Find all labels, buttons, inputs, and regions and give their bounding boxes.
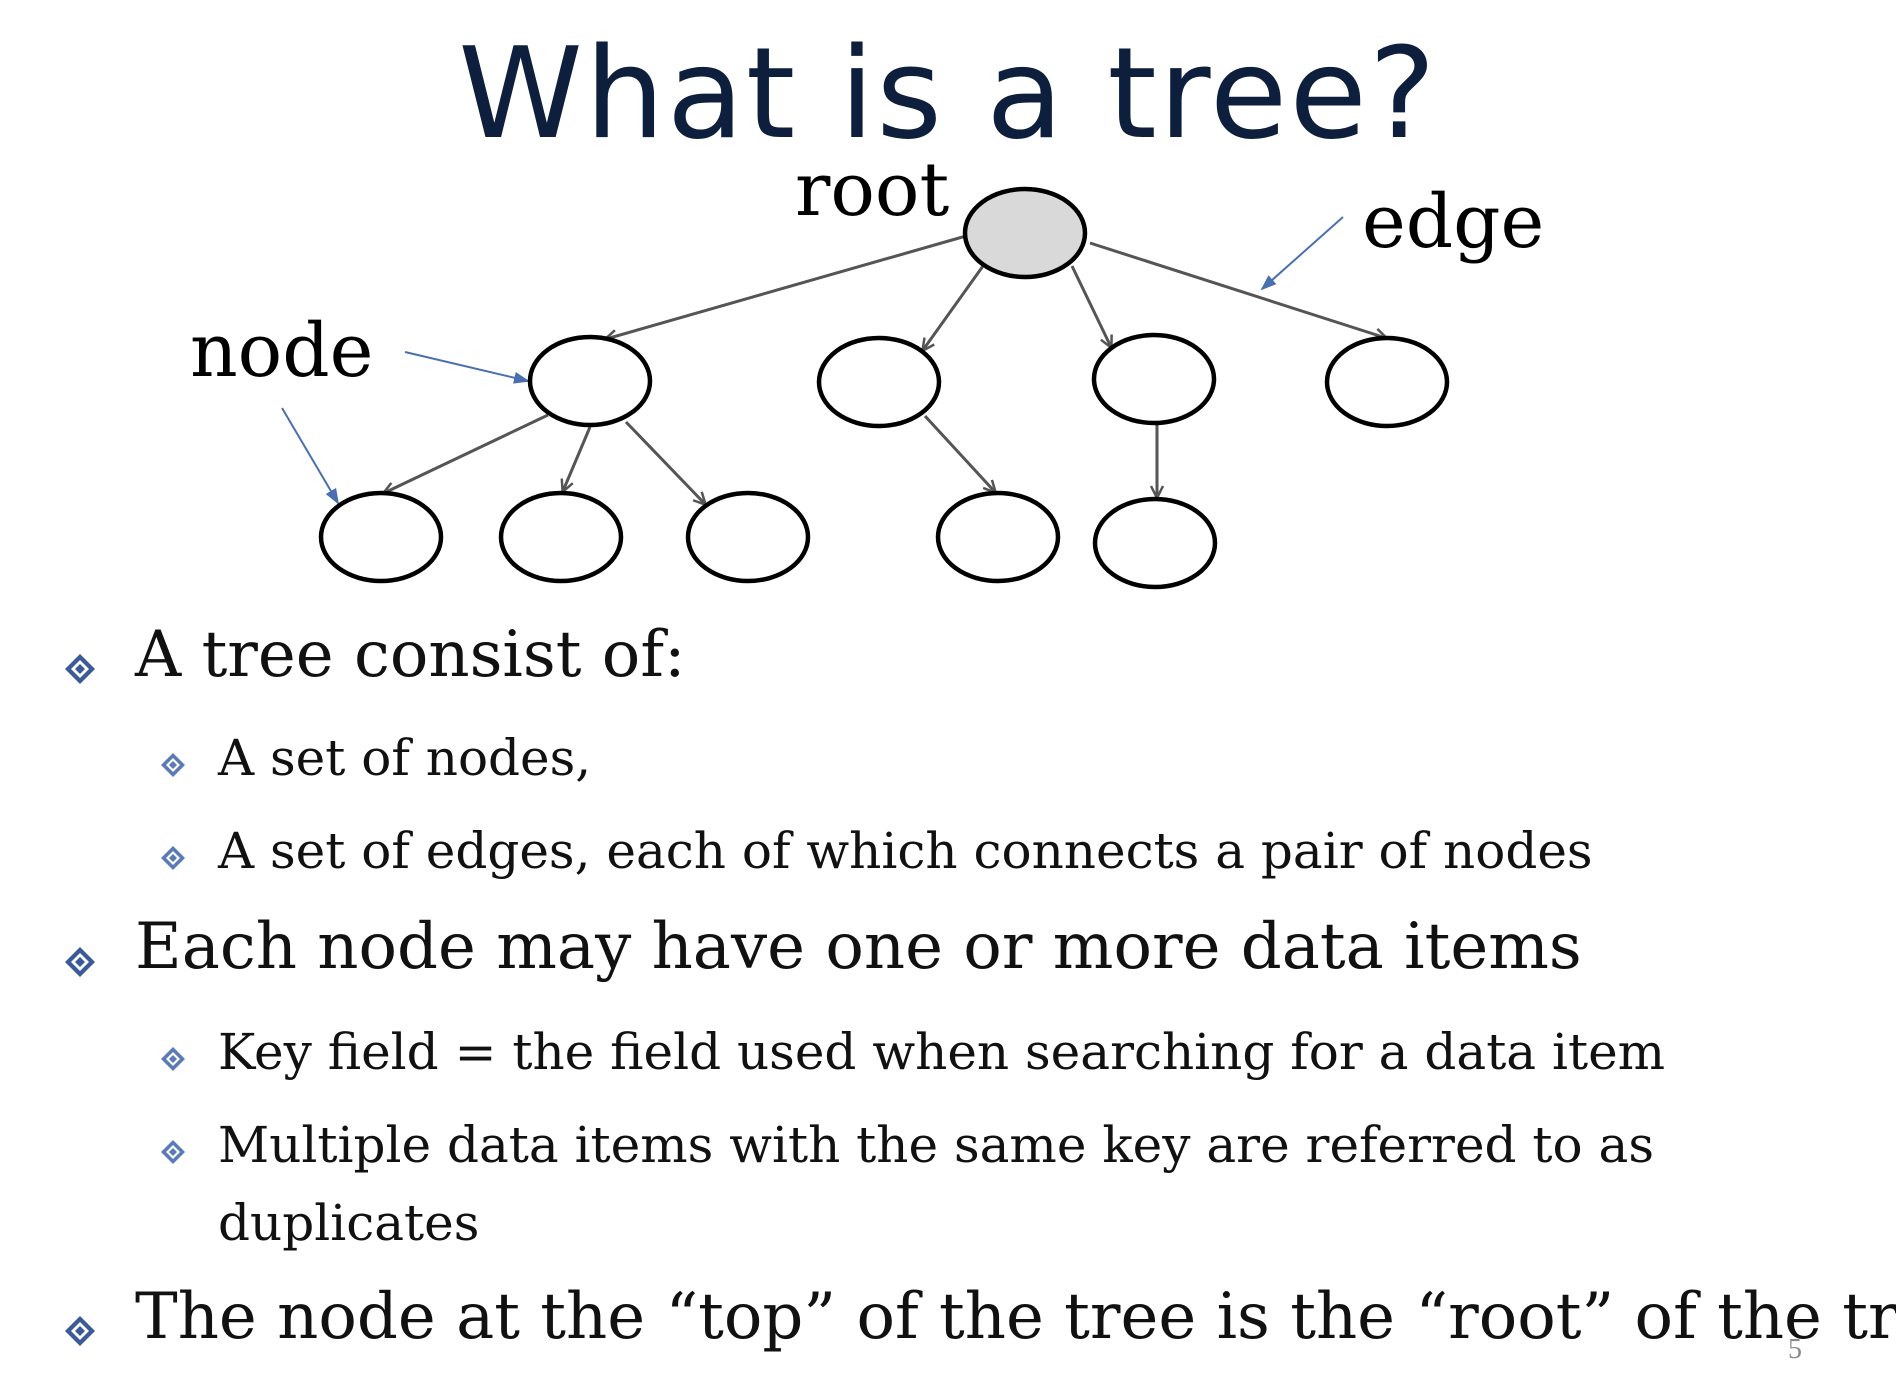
bullet-diamond-icon <box>161 753 185 777</box>
bullet-item: The node at the “top” of the tree is the… <box>135 1280 1896 1354</box>
bullet-diamond-icon <box>161 1047 185 1071</box>
edge-b-to-h <box>923 414 995 492</box>
bullet-item: A tree consist of: <box>135 618 686 692</box>
bullet-diamond-icon <box>161 846 185 870</box>
tree-node <box>527 334 653 428</box>
tree-edges <box>384 234 1386 504</box>
node-label: node <box>190 308 373 394</box>
bullet-diamond-icon <box>161 1140 185 1164</box>
node-pointer-arrow-lower <box>281 407 340 505</box>
root-label: root <box>795 147 949 233</box>
bullet-subitem: A set of edges, each of which connects a… <box>218 822 1593 880</box>
tree-diagram: root edge node <box>190 147 1544 590</box>
slide-page-number: 5 <box>1788 1334 1802 1365</box>
root-node <box>962 186 1088 280</box>
tree-node <box>935 490 1061 584</box>
tree-node <box>498 490 624 584</box>
node-pointer-arrow-upper <box>404 351 530 384</box>
tree-node <box>1324 335 1450 429</box>
bullet-subitem: Multiple data items with the same key ar… <box>218 1116 1654 1252</box>
tree-node <box>1092 496 1218 590</box>
tree-node <box>318 490 444 584</box>
tree-node <box>685 490 811 584</box>
edge-pointer-arrow <box>1260 216 1344 291</box>
bullet-item: Each node may have one or more data item… <box>135 910 1582 984</box>
edge-root-to-b <box>923 265 985 350</box>
edge-root-to-a <box>606 234 967 339</box>
tree-node <box>816 335 942 429</box>
tree-nodes <box>318 186 1450 590</box>
bullet-diamond-icon <box>65 1316 95 1346</box>
bullet-diamond-icon <box>65 654 95 684</box>
edge-root-to-d <box>1089 241 1386 338</box>
edge-root-to-c <box>1070 265 1111 347</box>
bullet-subitem: A set of nodes, <box>218 729 592 787</box>
edge-a-to-g <box>624 420 705 504</box>
bullet-subitem: Key field = the field used when searchin… <box>218 1023 1666 1081</box>
edge-label: edge <box>1362 179 1544 265</box>
annotation-arrows <box>281 216 1344 505</box>
bullet-diamond-icon <box>65 947 95 977</box>
edge-a-to-e <box>384 413 549 493</box>
edge-a-to-f <box>563 426 592 491</box>
tree-node <box>1091 332 1217 426</box>
slide-title: What is a tree? <box>458 20 1438 167</box>
